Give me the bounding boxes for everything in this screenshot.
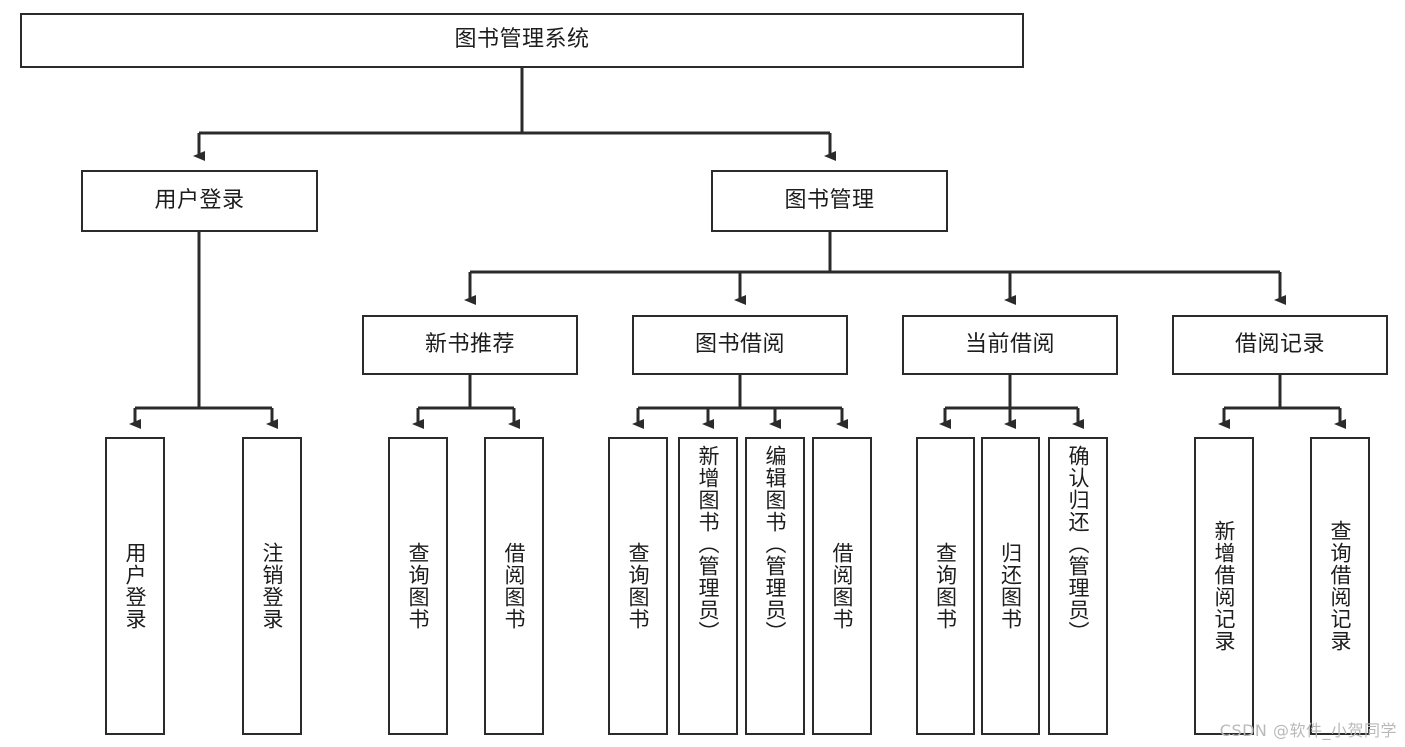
leaf-borrow-query-book[interactable]: 查询图书 [608,437,668,735]
leaf-label: 编辑图书（管理员） [763,445,788,643]
leaf-borrow-edit-book-admin[interactable]: 编辑图书（管理员） [745,437,805,735]
leaf-user-login-login[interactable]: 用户登录 [105,437,165,735]
leaf-label: 归还图书 [998,542,1023,630]
leaf-record-add-record[interactable]: 新增借阅记录 [1194,437,1254,735]
leaf-label: 查询借阅记录 [1328,520,1353,652]
leaf-new-book-borrow[interactable]: 借阅图书 [484,437,544,735]
leaf-label: 查询图书 [406,542,431,630]
leaf-borrow-borrow-book[interactable]: 借阅图书 [812,437,872,735]
leaf-borrow-add-book-admin[interactable]: 新增图书（管理员） [678,437,738,735]
node-book-borrow-label: 图书借阅 [694,331,785,357]
leaf-current-confirm-return-admin[interactable]: 确认归还（管理员） [1048,437,1108,735]
watermark: CSDN @软件_小贺同学 [1219,721,1397,740]
node-book-borrow[interactable]: 图书借阅 [632,315,848,375]
leaf-label: 用户登录 [123,542,148,630]
node-user-login-label: 用户登录 [154,187,245,213]
node-borrow-record-label: 借阅记录 [1234,331,1325,357]
node-root-label: 图书管理系统 [454,27,590,53]
leaf-current-query-book[interactable]: 查询图书 [916,437,975,735]
leaf-label: 查询图书 [626,542,651,630]
node-borrow-record[interactable]: 借阅记录 [1172,315,1388,375]
leaf-user-login-logout[interactable]: 注销登录 [242,437,302,735]
leaf-label: 确认归还（管理员） [1066,445,1091,643]
node-user-login[interactable]: 用户登录 [81,170,318,232]
node-book-management-label: 图书管理 [784,187,875,213]
leaf-label: 新增图书（管理员） [696,445,721,643]
leaf-label: 新增借阅记录 [1212,520,1237,652]
node-root[interactable]: 图书管理系统 [20,13,1024,68]
node-current-borrow-label: 当前借阅 [964,331,1055,357]
node-new-book-recommend[interactable]: 新书推荐 [362,315,578,375]
leaf-record-query-record[interactable]: 查询借阅记录 [1310,437,1370,735]
leaf-label: 借阅图书 [830,542,855,630]
leaf-current-return-book[interactable]: 归还图书 [981,437,1040,735]
node-book-management[interactable]: 图书管理 [711,170,948,232]
leaf-label: 注销登录 [260,542,285,630]
node-new-book-recommend-label: 新书推荐 [424,331,515,357]
node-current-borrow[interactable]: 当前借阅 [902,315,1118,375]
leaf-label: 查询图书 [933,542,958,630]
leaf-label: 借阅图书 [502,542,527,630]
leaf-new-book-query[interactable]: 查询图书 [388,437,448,735]
